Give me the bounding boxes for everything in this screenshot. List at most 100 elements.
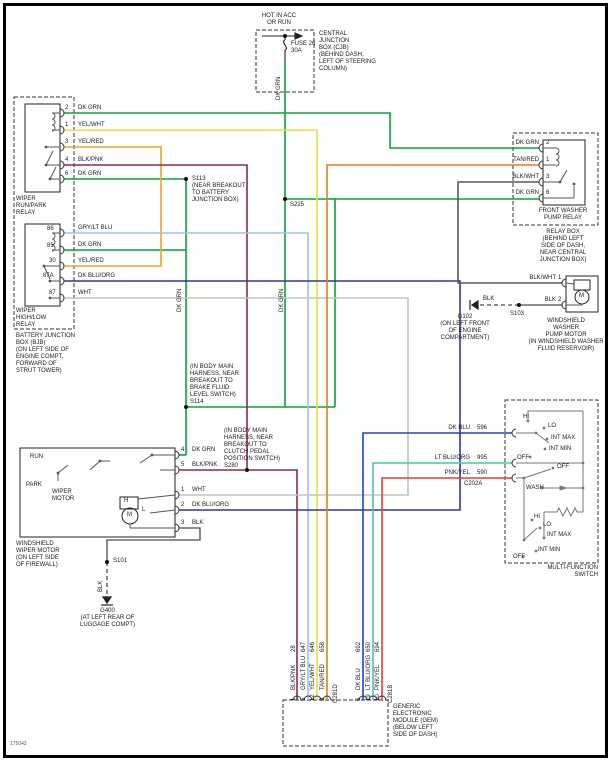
mfs-position-lo: LO: [548, 423, 557, 429]
park-position-label: PARK: [26, 482, 42, 488]
circuit-number: 647: [301, 641, 307, 652]
s103-label: S103: [510, 311, 525, 317]
gem-pin-number: 1: [291, 697, 297, 701]
wire-color-label: DK BLU: [356, 668, 362, 690]
circuit-number: 590: [477, 470, 488, 476]
s113-note: S113 (NEAR BREAKOUT TO BATTERY JUNCTION …: [192, 176, 246, 203]
wire-color-label: DK GRN: [78, 242, 102, 248]
gem-box: [282, 699, 389, 747]
wire-color-label: WHT: [192, 487, 206, 493]
wire-label-dk-grn-vertical: DK GRN: [279, 288, 285, 312]
connector-label-c281d: C281D: [333, 684, 339, 703]
mfs-position-lo2: LO: [543, 522, 552, 528]
component-internals: [43, 112, 583, 529]
hl-pin-number: 85: [47, 243, 54, 249]
mfs-position-hi: HI: [523, 414, 529, 420]
s101-dot: [105, 560, 109, 564]
mfs-internals: [516, 410, 584, 541]
wire-color-label: GRY/LT BLU: [78, 225, 113, 231]
wire-color-label: LT BLU/ORG: [434, 455, 470, 461]
wire-color-label: BLK: [544, 297, 556, 303]
wiper-pin-number: 5: [181, 462, 185, 468]
dashed-boxes: [13, 29, 599, 747]
wire-color-label: YEL/RED: [78, 139, 104, 145]
circuit-number: 646: [310, 641, 316, 652]
front-washer-relay-label: FRONT WASHER PUMP RELAY: [538, 208, 588, 221]
wire-color-label: PNK/YEL: [375, 664, 381, 690]
fw-pin-number: 2: [546, 140, 550, 146]
circuit-number: 692: [356, 641, 362, 652]
hl-pin-number: 86: [47, 226, 54, 232]
motor-m-label: M: [579, 293, 584, 299]
pin-arcs: [59, 108, 567, 701]
wire-label-dk-grn-vertical: DK GRN: [177, 288, 183, 312]
run-position-label: RUN: [30, 454, 43, 460]
hot-feed-label: HOT IN ACC OR RUN: [261, 13, 297, 26]
fw-pin-number: 1: [546, 157, 550, 163]
g102-ground-symbol: [470, 299, 479, 311]
gem-pin-number: 6: [356, 697, 362, 701]
wire-color-label: BLK: [192, 520, 204, 526]
circuit-number: 650: [366, 641, 372, 652]
wire-color-label: YEL/WHT: [78, 122, 105, 128]
cjb-note: CENTRAL JUNCTION BOX (CJB) (BEHIND DASH,…: [319, 31, 376, 72]
rp-pin-number: 2: [65, 105, 69, 111]
wire-color-label: TAN/RED: [320, 664, 326, 690]
gem-label: GENERIC ELECTRONIC MODULE (GEM) (BELOW L…: [393, 704, 438, 738]
rp-pin-number: 4: [65, 157, 69, 163]
connector-label-c202a: C202A: [464, 481, 483, 487]
wire-color-label: LT BLU/ORG: [366, 654, 372, 690]
s225-dot: [283, 197, 287, 201]
wire-color-label: BLK/WHT: [512, 174, 539, 180]
hl-pin-number: 87A: [43, 273, 54, 279]
wire-label-blk-vertical: BLK: [98, 580, 104, 592]
high-low-relay-label: WIPER HIGH/LOW RELAY: [16, 308, 47, 328]
hl-pin-number: 87: [49, 290, 56, 296]
wire-color-label: PNK/YEL: [444, 470, 470, 476]
component-boxes: [19, 103, 599, 538]
hl-pin-number: 30: [49, 258, 56, 264]
connector-label-c281b: C281B: [388, 684, 394, 703]
mfs-position-off3: OFF: [513, 554, 525, 560]
g400-ground-symbol: [101, 596, 113, 605]
washer-motor-brush: [573, 279, 591, 291]
s225-label: S225: [290, 202, 305, 208]
brush-l-label: L: [142, 507, 146, 513]
mfs-position-hi2: HI: [534, 514, 540, 520]
s113-dot: [184, 177, 188, 181]
multi-function-switch-label: MULTI-FUNCTION SWITCH: [547, 565, 598, 578]
run-park-relay-box: [24, 103, 61, 193]
gem-pin-number: 12: [310, 694, 316, 701]
relay-box: [512, 132, 599, 226]
washer-motor-box: [565, 275, 599, 313]
relay-box-note: RELAY BOX (BEHIND LEFT SIDE OF DASH, NEA…: [539, 229, 587, 263]
wire-color-label: DK GRN: [515, 190, 539, 196]
brush-h-label: H: [124, 498, 129, 504]
diagram-number: 175042: [10, 741, 27, 747]
s280-dot: [245, 468, 249, 472]
wm-pin-number: 1: [558, 275, 562, 281]
wm-pin-number: 2: [558, 297, 562, 303]
circuit-number: 596: [477, 425, 488, 431]
fw-pin-number: 6: [546, 190, 550, 196]
bjb-note: BATTERY JUNCTION BOX (BJB) (ON LEFT SIDE…: [16, 333, 76, 374]
mfs-position-int-max: INT MAX: [551, 435, 576, 441]
wiper-pin-number: 4: [181, 447, 185, 453]
wire-color-label: GRY/LT BLU: [301, 655, 307, 690]
mfs-contact-dots: [521, 419, 585, 559]
rp-pin-number: 3: [65, 139, 69, 145]
mfs-position-off: OFF: [517, 455, 529, 461]
fuse-label: FUSE 26 30A: [291, 41, 316, 54]
washer-motor-label: WINDSHIELD WASHER PUMP MOTOR (IN WINDSHI…: [528, 318, 604, 352]
high-low-relay-box: [24, 223, 61, 307]
wiper-motor-note: WINDSHIELD WIPER MOTOR (ON LEFT SIDE OF …: [16, 541, 60, 568]
wiper-pin-number: 1: [181, 487, 185, 493]
g400-note: G400 (AT LEFT REAR OF LUGGAGE COMPT): [79, 608, 135, 628]
circuit-number: 694: [375, 641, 381, 652]
gem-pin-number: 19: [366, 694, 372, 701]
wire-color-label: BLK/PNK: [291, 664, 297, 690]
multi-function-switch-box: [504, 399, 599, 564]
wire-color-label: DK GRN: [78, 105, 102, 111]
